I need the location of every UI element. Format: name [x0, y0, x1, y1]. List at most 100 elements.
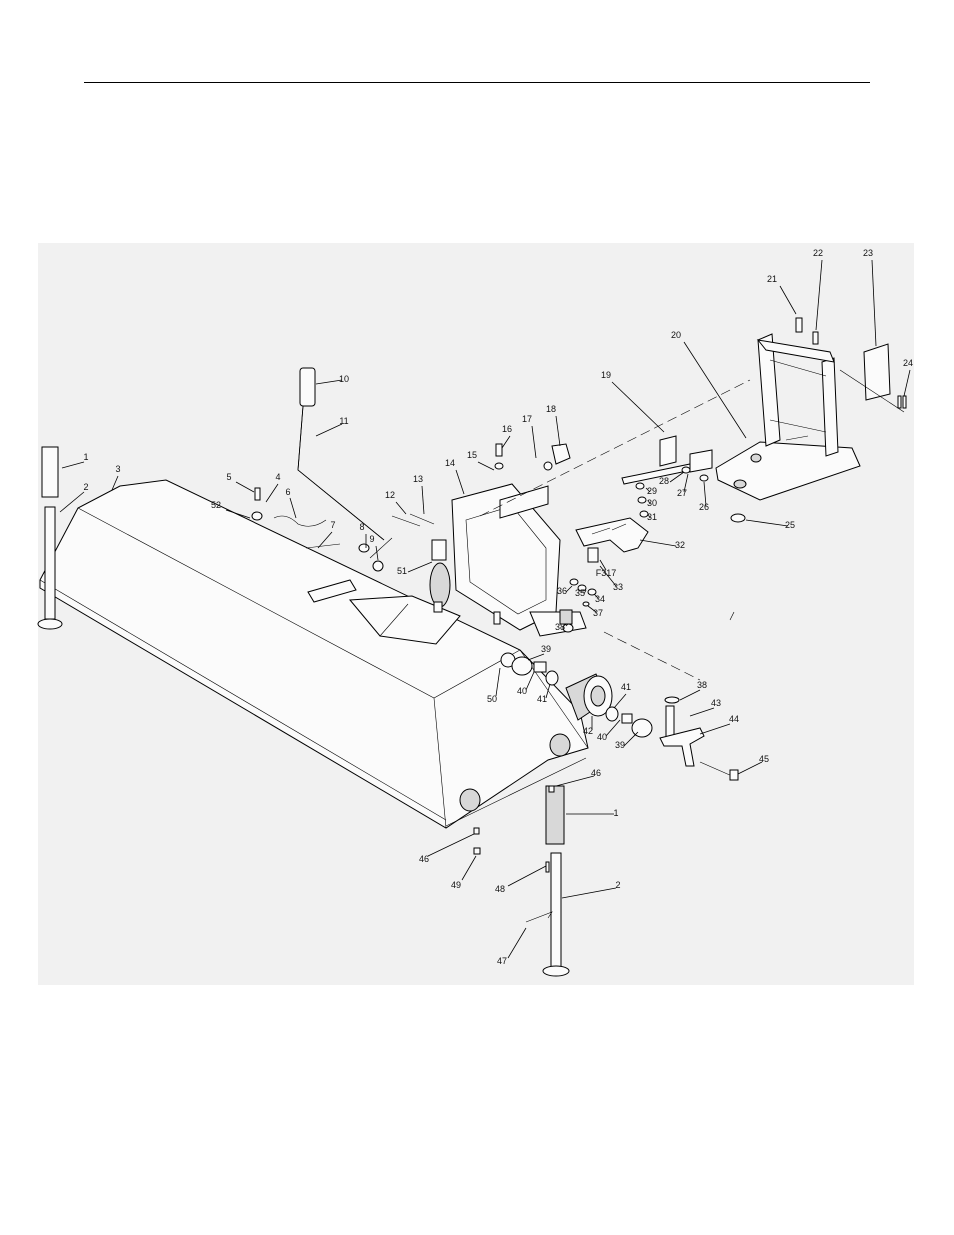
leader-line-17 — [531, 425, 537, 459]
leader-line-49 — [461, 855, 477, 881]
leader-line-19 — [611, 381, 665, 433]
leader-line-15 — [477, 461, 495, 471]
callout-42: 42 — [583, 726, 593, 736]
fasteners — [251, 317, 819, 923]
callout-44: 44 — [729, 714, 739, 724]
callout-13: 13 — [413, 474, 423, 484]
callout-47: 47 — [497, 956, 507, 966]
leader-line-47 — [507, 927, 527, 959]
hitch-frame — [715, 333, 861, 501]
leader-line-51 — [407, 561, 433, 573]
leader-line-13 — [421, 485, 425, 515]
callout-8: 8 — [359, 522, 364, 532]
leader-line-F317 — [599, 559, 607, 571]
leader-line-25 — [745, 519, 789, 527]
leader-line-2 — [561, 887, 617, 899]
leader-line-28 — [669, 471, 685, 483]
header-rule — [84, 82, 870, 83]
callout-18: 18 — [546, 404, 556, 414]
leader-line-34 — [593, 593, 599, 599]
callout-41: 41 — [621, 682, 631, 692]
leader-line-29 — [645, 487, 651, 493]
leader-line-44 — [699, 723, 731, 735]
leader-line-30 — [647, 499, 651, 505]
leader-line-33 — [599, 565, 617, 587]
leader-line-14 — [455, 469, 465, 495]
callout-1: 1 — [83, 452, 88, 462]
callout-4: 4 — [275, 472, 280, 482]
leader-line-43 — [689, 707, 715, 717]
callout-24: 24 — [903, 358, 913, 368]
leader-line-36 — [565, 585, 573, 593]
callout-51: 51 — [397, 566, 407, 576]
leader-line-48 — [507, 865, 547, 887]
callout-30: 30 — [647, 498, 657, 508]
leader-line-38 — [565, 623, 569, 627]
leader-line-27 — [683, 473, 689, 493]
leader-line-4 — [265, 483, 279, 503]
leader-line-31 — [647, 513, 651, 519]
guard-plate — [839, 343, 907, 413]
callout-38: 38 — [697, 680, 707, 690]
stand-right — [542, 785, 570, 977]
callout-3: 3 — [115, 464, 120, 474]
callout-50: 50 — [487, 694, 497, 704]
callout-33: 33 — [613, 582, 623, 592]
leader-line-37 — [587, 605, 597, 613]
leader-line-9 — [375, 545, 379, 561]
hood-bracket — [307, 579, 461, 645]
callout-2: 2 — [83, 482, 88, 492]
callout-14: 14 — [445, 458, 455, 468]
leader-line-16 — [501, 435, 511, 449]
callout-2: 2 — [615, 880, 620, 890]
callout-29: 29 — [647, 486, 657, 496]
callout-16: 16 — [502, 424, 512, 434]
callout-F317: F317 — [596, 568, 617, 578]
leader-line-40 — [525, 671, 535, 691]
leader-line-6 — [289, 497, 297, 519]
leader-line-7 — [317, 531, 333, 549]
leader-line-21 — [779, 285, 797, 315]
callout-1: 1 — [613, 808, 618, 818]
callout-39: 39 — [615, 740, 625, 750]
callout-39: 39 — [541, 644, 551, 654]
callout-40: 40 — [597, 732, 607, 742]
leader-line-11 — [315, 423, 343, 437]
callout-35: 35 — [575, 588, 585, 598]
callout-22: 22 — [813, 248, 823, 258]
callout-52: 52 — [211, 500, 221, 510]
leader-line-5 — [235, 481, 255, 493]
callout-48: 48 — [495, 884, 505, 894]
cam-plate — [575, 517, 649, 553]
leader-line-10 — [315, 379, 343, 385]
hitch-plate — [621, 435, 713, 485]
leader-line-2 — [59, 491, 85, 513]
callout-40: 40 — [517, 686, 527, 696]
leader-line-41 — [613, 693, 627, 709]
leader-line-45 — [737, 761, 763, 775]
callout-23: 23 — [863, 248, 873, 258]
callout-49: 49 — [451, 880, 461, 890]
callout-46: 46 — [419, 854, 429, 864]
leader-line-32 — [639, 539, 677, 547]
leader-line-52 — [225, 509, 251, 519]
leader-line-1 — [61, 461, 85, 469]
leader-line-39 — [527, 653, 545, 661]
side-bracket — [659, 696, 739, 781]
callout-32: 32 — [675, 540, 685, 550]
callout-15: 15 — [467, 450, 477, 460]
gearbox-housing — [429, 483, 587, 637]
alignment-lines — [479, 379, 751, 681]
leader-line-26 — [703, 481, 707, 507]
leader-line-46 — [555, 775, 595, 787]
leader-line-12 — [395, 501, 407, 515]
callout-46: 46 — [591, 768, 601, 778]
callout-41: 41 — [537, 694, 547, 704]
leader-line-20 — [683, 341, 747, 439]
leader-line-40 — [605, 719, 621, 737]
leader-line-39 — [623, 731, 639, 747]
leader-line-18 — [555, 415, 561, 447]
